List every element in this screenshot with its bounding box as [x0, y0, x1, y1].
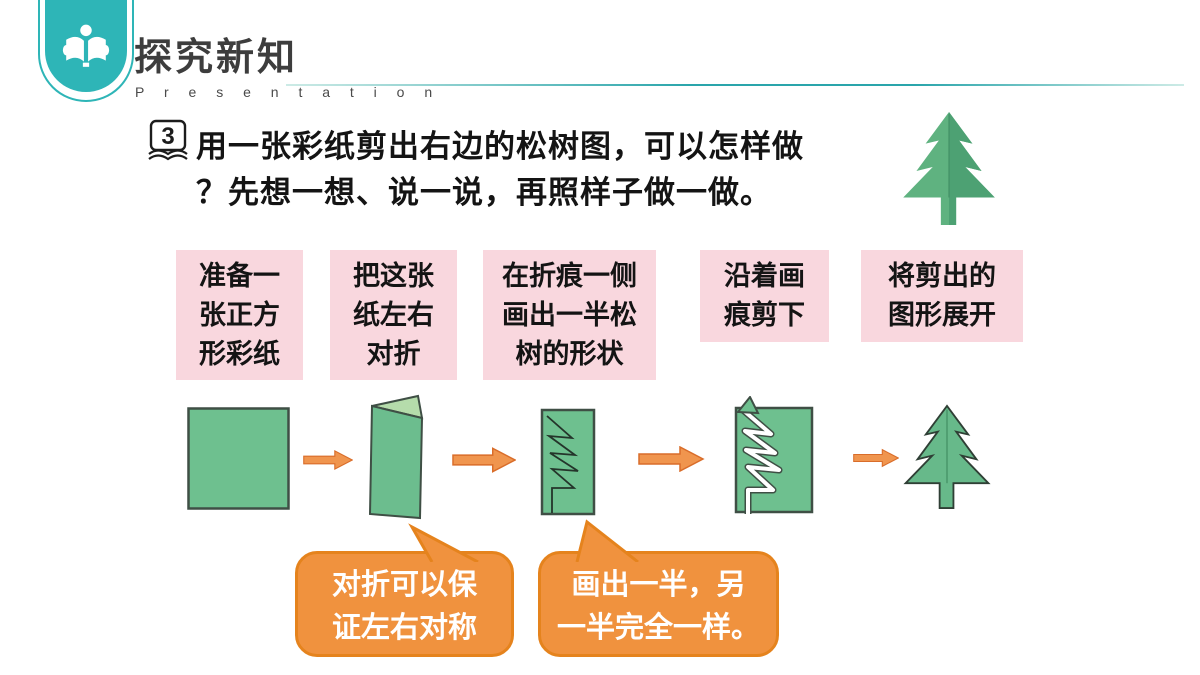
sample-pine-tree	[903, 112, 995, 225]
speech-bubble-tail	[408, 523, 479, 562]
cut-half-tree-shape	[734, 396, 814, 514]
folded-paper-shape	[368, 394, 424, 520]
step-box-2: 把这张 纸左右 对折	[330, 250, 457, 380]
drawn-half-tree-shape	[540, 408, 596, 516]
unfolded-tree-shape	[903, 404, 991, 509]
question-line-1: 用一张彩纸剪出右边的松树图，可以怎样做	[196, 129, 804, 164]
arrow-right-icon	[303, 449, 353, 471]
header-badge-outline	[38, 0, 134, 102]
page-subtitle: P r e s e n t a t i o n	[135, 84, 441, 100]
step-box-3: 在折痕一侧 画出一半松 树的形状	[483, 250, 656, 380]
arrow-right-icon	[452, 447, 516, 473]
arrow-right-icon	[853, 448, 899, 468]
arrow-right-icon	[638, 446, 705, 472]
square-paper-shape	[187, 407, 290, 510]
speech-bubble-draw: 画出一半，另 一半完全一样。	[538, 551, 779, 657]
step-box-4: 沿着画 痕剪下	[700, 250, 829, 342]
header-badge	[45, 0, 127, 92]
speech-bubble-tail	[575, 519, 639, 562]
speech-bubble-fold: 对折可以保 证左右对称	[295, 551, 514, 657]
question-number: 3	[161, 123, 174, 150]
page-title: 探究新知	[134, 37, 299, 79]
step-box-1: 准备一 张正方 形彩纸	[176, 250, 303, 380]
reading-book-icon	[62, 24, 110, 67]
question-line-2: ？先想一想、说一说，再照样子做一做。	[196, 175, 772, 210]
header-divider	[286, 84, 1184, 86]
step-box-5: 将剪出的 图形展开	[861, 250, 1023, 342]
book-number-icon: 3	[148, 119, 188, 161]
